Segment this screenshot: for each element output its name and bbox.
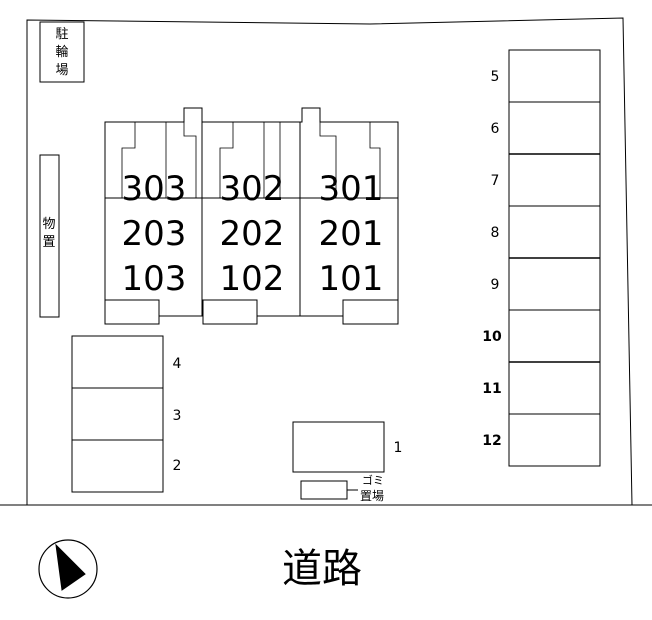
- unit-201: 201: [319, 214, 384, 254]
- unit-303: 303: [122, 169, 187, 209]
- unit-101: 101: [319, 259, 384, 299]
- storage-label-2: 置: [42, 235, 55, 250]
- garbage-label-2: 置場: [360, 489, 384, 503]
- parking-label-1: 1: [394, 440, 403, 456]
- bicycle-parking-box: [39, 21, 85, 83]
- unit-302: 302: [220, 169, 285, 209]
- unit-301: 301: [319, 169, 384, 209]
- parking-right: [508, 49, 601, 467]
- parking-label-2: 2: [173, 458, 182, 474]
- property-boundary: [26, 17, 633, 506]
- bicycle-parking-label-3: 場: [55, 63, 68, 78]
- parking-label-8: 8: [491, 225, 500, 241]
- unit-102: 102: [220, 259, 285, 299]
- storage-box: [39, 154, 60, 318]
- unit-103: 103: [122, 259, 187, 299]
- north-arrow-icon: [38, 539, 98, 599]
- parking-label-11: 11: [482, 381, 501, 397]
- bicycle-parking-label-2: 輪: [55, 44, 68, 60]
- parking-label-3: 3: [173, 408, 182, 424]
- apartment-building: [104, 107, 399, 325]
- storage-label-1: 物: [42, 217, 55, 232]
- parking-label-4: 4: [173, 356, 182, 372]
- parking-label-6: 6: [491, 121, 500, 137]
- parking-space-1: [292, 421, 385, 473]
- garbage-label-1: ゴミ: [362, 473, 384, 487]
- parking-left: [71, 335, 164, 493]
- parking-label-7: 7: [491, 173, 500, 189]
- road-label: 道路: [282, 546, 362, 592]
- parking-label-12: 12: [482, 433, 501, 449]
- parking-label-10: 10: [482, 329, 502, 345]
- bicycle-parking-label-1: 駐: [55, 27, 68, 42]
- unit-203: 203: [122, 214, 187, 254]
- unit-202: 202: [220, 214, 285, 254]
- parking-label-9: 9: [491, 277, 500, 293]
- parking-label-5: 5: [491, 69, 500, 85]
- garbage-area-box: [300, 480, 348, 500]
